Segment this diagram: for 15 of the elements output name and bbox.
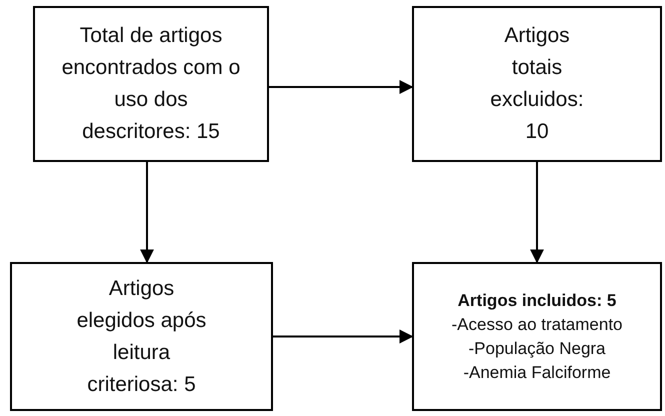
box-text: Artigos elegidos após leitura criteriosa: 5 <box>76 276 208 398</box>
process-box <box>33 6 269 162</box>
list-item: -Acesso ao tratamento <box>451 314 623 336</box>
box-heading: Artigos incluidos: 5 <box>458 290 616 312</box>
process-box <box>10 262 273 411</box>
arrow <box>269 80 414 94</box>
arrow <box>530 162 544 264</box>
list-item: -Anemia Falciforme <box>463 362 611 384</box>
process-box <box>412 262 662 411</box>
arrow <box>140 162 154 264</box>
box-text: Artigos totais excluidos: 10 <box>489 23 585 145</box>
list-item: -População Negra <box>468 338 606 360</box>
arrow <box>273 330 414 344</box>
process-box <box>412 6 662 162</box>
box-text: Total de artigos encontrados com o uso dos descritores: 15 <box>61 23 241 145</box>
